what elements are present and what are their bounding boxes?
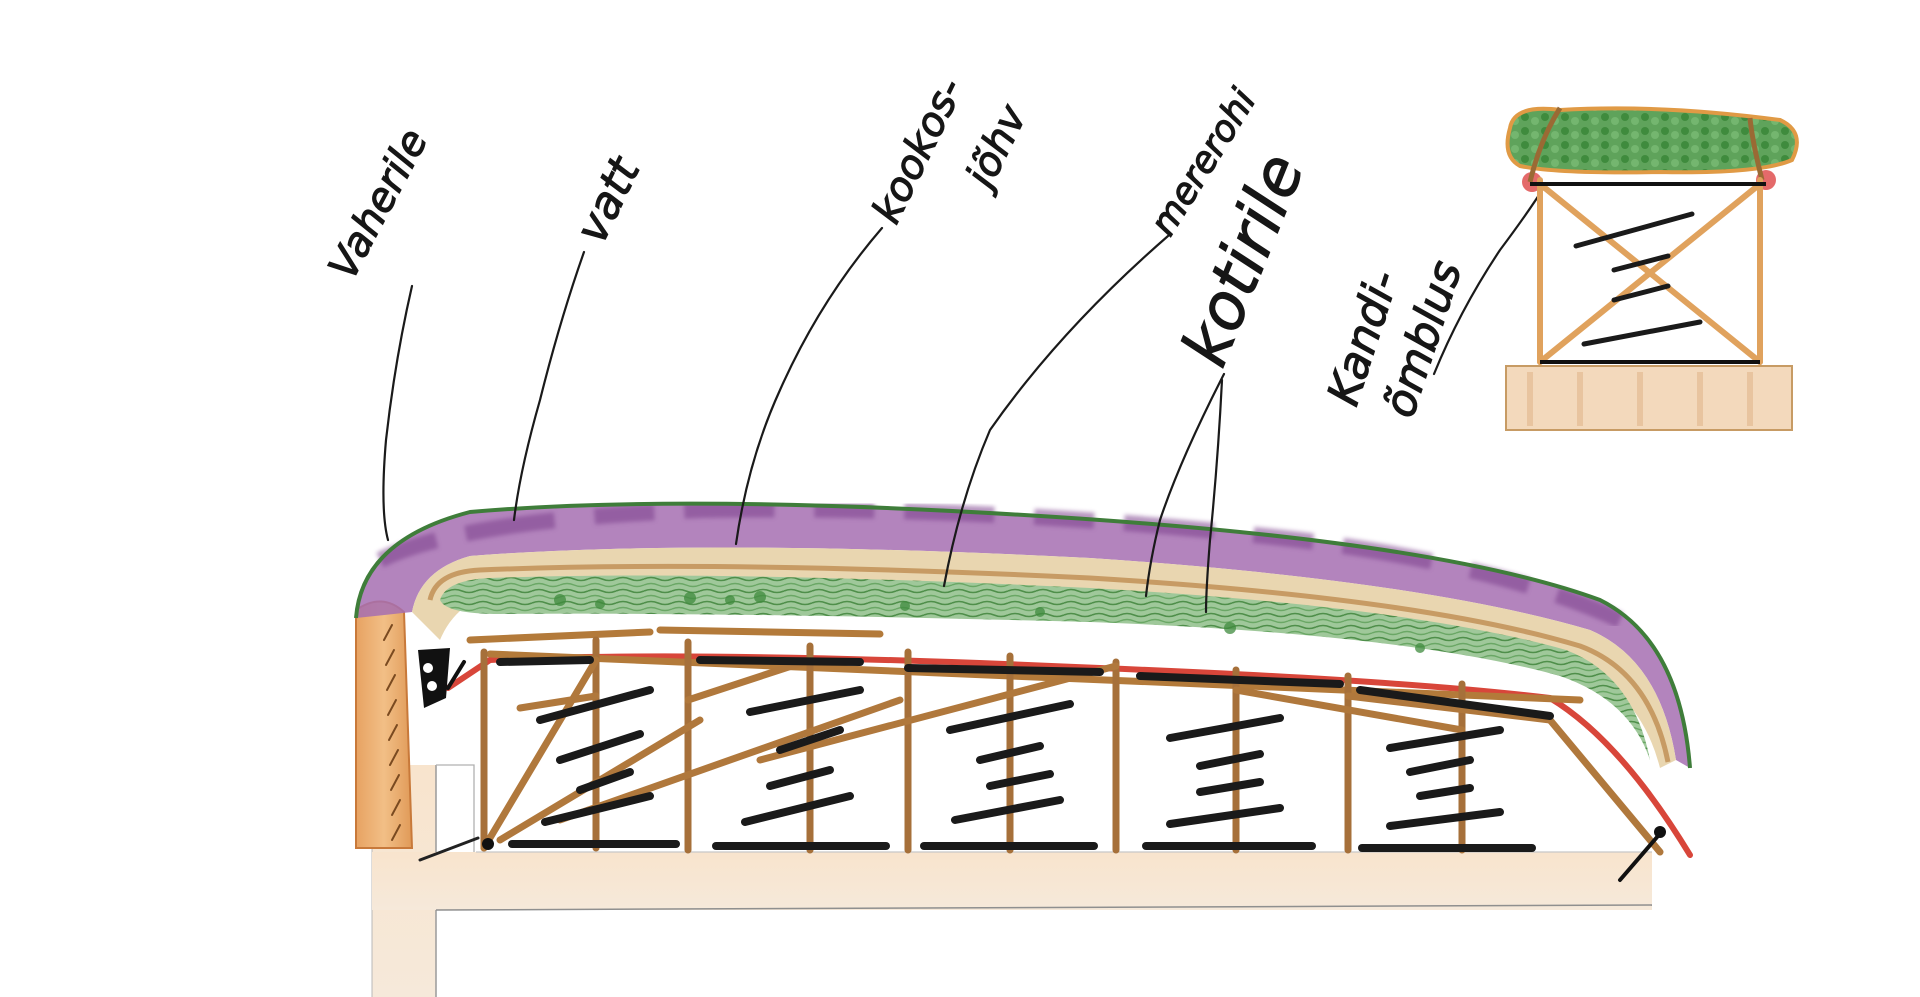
detail-base — [1505, 365, 1793, 431]
label-kookos-line2: jõhv — [955, 97, 1036, 199]
spring-frame — [418, 626, 1693, 882]
outer-cover-outline — [354, 501, 1692, 769]
seaweed-layer — [440, 575, 1650, 760]
leader-kotirile-a — [1144, 372, 1226, 598]
leader-vatt — [512, 250, 586, 522]
label-vatt: vatt — [566, 148, 651, 251]
red-band — [445, 653, 1693, 858]
label-kookos: kookos- — [864, 71, 973, 231]
leader-vaherile — [382, 284, 414, 542]
base-board — [372, 852, 1652, 910]
leader-kookos — [734, 226, 884, 546]
detail-inset — [1505, 106, 1799, 431]
labels: Vaherile vatt kookos- jõhv mererohi koti… — [320, 70, 1473, 424]
leader-kotirile-b — [1204, 378, 1224, 614]
side-panel — [355, 600, 414, 849]
upholstery-layers — [354, 501, 1692, 769]
leader-lines — [382, 182, 1548, 614]
leader-mererohi — [942, 234, 1170, 588]
leader-kandi — [1432, 182, 1548, 376]
left-clip — [418, 648, 466, 708]
label-vaherile: Vaherile — [320, 122, 437, 287]
purple-layer — [356, 503, 1690, 768]
